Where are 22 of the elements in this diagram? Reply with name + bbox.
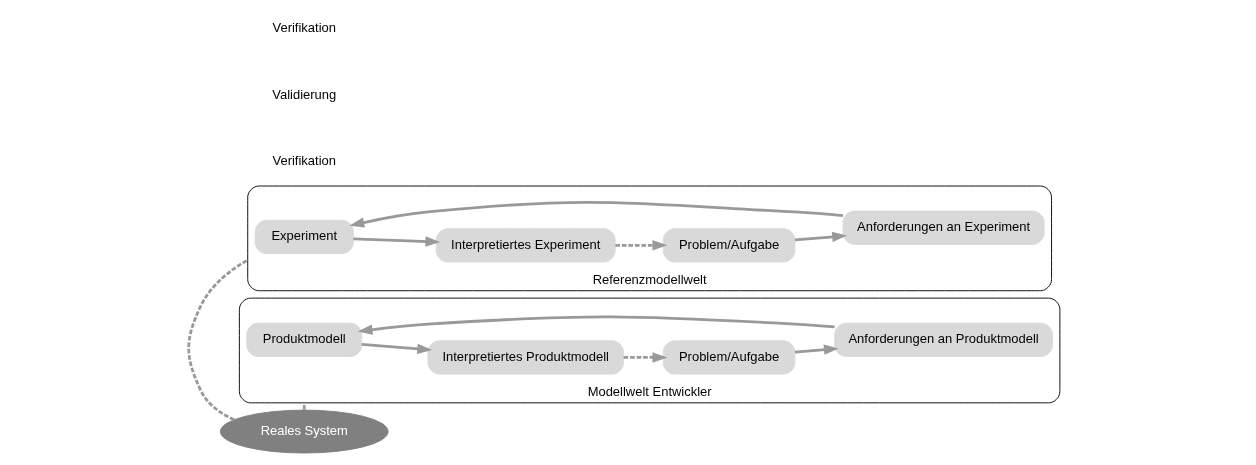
node-box: Problem/Aufgabe [662,228,796,263]
node-box: Interpretiertes Produktmodell [427,340,624,375]
arrow [349,201,844,228]
label: Verifikation [272,153,336,169]
node-box: Produktmodell [246,322,363,357]
arrow [794,231,848,243]
label: Validierung [272,86,337,102]
node-ellipse: Reales System [219,409,389,454]
node-box: Experiment [254,219,354,255]
arrow [615,240,668,251]
connector [187,258,249,421]
node-box: Anforderungen an Experiment [842,210,1045,245]
arrow [357,315,835,335]
node-box: Problem/Aufgabe [662,340,796,375]
label: Verifikation [272,19,336,35]
arrow [353,236,441,247]
connector [302,402,306,410]
arrow [361,342,433,354]
node-box: Interpretiertes Experiment [435,228,616,263]
arrow [623,352,668,363]
arrow [794,344,839,355]
node-box: Anforderungen an Produktmodell [834,322,1053,357]
